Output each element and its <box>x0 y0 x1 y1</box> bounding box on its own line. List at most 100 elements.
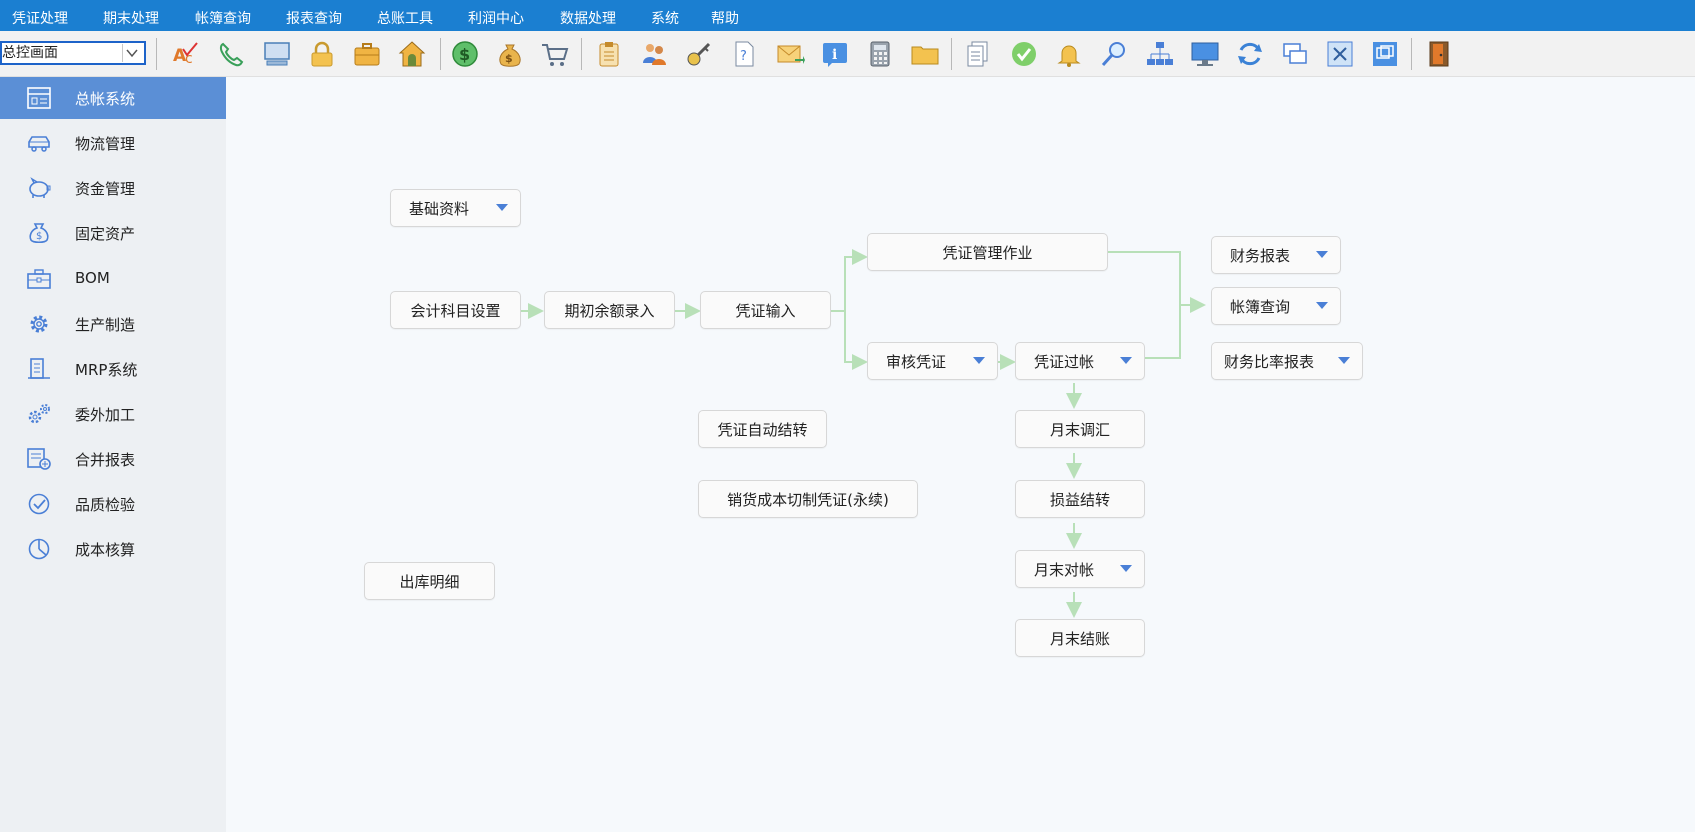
menu-gl-tools[interactable]: 总账工具 <box>377 11 433 27</box>
lock-icon[interactable] <box>307 39 337 69</box>
phone-icon[interactable] <box>216 39 246 69</box>
sidebar-item-outsourcing[interactable]: 委外加工 <box>0 393 226 435</box>
ledger-icon <box>26 86 52 110</box>
sidebar-item-quality[interactable]: 品质检验 <box>0 483 226 525</box>
menu-period-end[interactable]: 期末处理 <box>103 11 159 27</box>
voucher-management-node[interactable]: 凭证管理作业 <box>867 233 1108 271</box>
node-label: 出库明细 <box>399 572 460 591</box>
ledger-query-dropdown[interactable]: 帐簿查询 <box>1211 287 1341 325</box>
users-icon[interactable] <box>639 39 669 69</box>
close-window-icon[interactable] <box>1325 39 1355 69</box>
computer-icon[interactable] <box>262 39 292 69</box>
caret-down-icon <box>1316 302 1328 309</box>
node-label: 财务报表 <box>1230 246 1291 265</box>
caret-down-icon <box>1120 565 1132 572</box>
svg-text:?: ? <box>740 49 747 64</box>
money-bag-icon: $ <box>26 221 52 245</box>
sidebar-item-consolidated-reports[interactable]: 合并报表 <box>0 438 226 480</box>
month-end-reconcile-dropdown[interactable]: 月末对帐 <box>1015 550 1145 588</box>
post-voucher-dropdown[interactable]: 凭证过帐 <box>1015 342 1145 380</box>
refresh-icon[interactable] <box>1235 39 1265 69</box>
menu-data[interactable]: 数据处理 <box>560 11 616 27</box>
svg-text:i: i <box>832 47 837 63</box>
financial-reports-dropdown[interactable]: 财务报表 <box>1211 236 1341 274</box>
sidebar-item-label: 品质检验 <box>75 496 136 514</box>
help-document-icon[interactable]: ? <box>729 39 759 69</box>
sidebar-item-label: 资金管理 <box>75 180 136 198</box>
menu-report-query[interactable]: 报表查询 <box>286 11 342 27</box>
gear-icon <box>26 312 52 336</box>
flow-connectors <box>521 249 1206 618</box>
sidebar-item-label: 委外加工 <box>75 406 136 424</box>
month-end-close-node[interactable]: 月末结账 <box>1015 619 1145 657</box>
node-label: 月末对帐 <box>1034 560 1095 579</box>
sidebar-item-bom[interactable]: BOM <box>0 258 226 300</box>
flowchart-canvas: 基础资料 会计科目设置 期初余额录入 凭证输入 凭证管理作业 审核凭证 凭证过帐… <box>226 77 1695 832</box>
car-icon <box>26 131 52 155</box>
voucher-input-node[interactable]: 凭证输入 <box>700 291 831 329</box>
toolbar-separator <box>156 38 157 70</box>
cost-of-sales-node[interactable]: 销货成本切制凭证(永续) <box>698 480 918 518</box>
toolbox-icon <box>26 267 52 291</box>
auto-transfer-node[interactable]: 凭证自动结转 <box>698 410 827 448</box>
ratio-reports-dropdown[interactable]: 财务比率报表 <box>1211 342 1363 380</box>
pl-transfer-node[interactable]: 损益结转 <box>1015 480 1145 518</box>
opening-balance-node[interactable]: 期初余额录入 <box>544 291 675 329</box>
menu-profit-center[interactable]: 利润中心 <box>468 11 524 27</box>
menu-voucher[interactable]: 凭证处理 <box>12 11 68 27</box>
node-label: 销货成本切制凭证(永续) <box>727 490 889 509</box>
view-select[interactable]: 总控画面 <box>0 41 146 65</box>
node-label: 凭证自动结转 <box>717 420 808 439</box>
caret-down-icon <box>496 204 508 211</box>
sidebar-item-production[interactable]: 生产制造 <box>0 303 226 345</box>
sidebar-item-cost-accounting[interactable]: 成本核算 <box>0 528 226 570</box>
shopping-cart-icon[interactable] <box>540 39 570 69</box>
sidebar-item-label: 固定资产 <box>75 225 136 243</box>
sidebar-item-label: 总帐系统 <box>75 90 136 108</box>
sidebar-item-mrp[interactable]: MRP系统 <box>0 348 226 390</box>
home-icon[interactable] <box>397 39 427 69</box>
check-circle-icon <box>26 492 52 516</box>
caret-down-icon <box>1120 357 1132 364</box>
sidebar-item-general-ledger[interactable]: 总帐系统 <box>0 77 226 119</box>
windows-icon[interactable] <box>1280 39 1310 69</box>
org-chart-icon[interactable] <box>1145 39 1175 69</box>
documents-icon[interactable] <box>963 39 993 69</box>
sidebar-item-fixed-assets[interactable]: $ 固定资产 <box>0 212 226 254</box>
node-label: 财务比率报表 <box>1224 352 1315 371</box>
menu-help[interactable]: 帮助 <box>711 11 739 27</box>
basic-data-dropdown[interactable]: 基础资料 <box>390 189 521 227</box>
calculator-icon[interactable] <box>865 39 895 69</box>
outbound-detail-node[interactable]: 出库明细 <box>364 562 495 600</box>
bell-icon[interactable] <box>1054 39 1084 69</box>
toolbar-separator <box>440 38 441 70</box>
envelope-icon[interactable] <box>775 39 805 69</box>
chevron-down-icon[interactable] <box>122 44 141 62</box>
search-icon[interactable] <box>1099 39 1129 69</box>
audit-voucher-dropdown[interactable]: 审核凭证 <box>867 342 998 380</box>
info-icon[interactable]: i <box>820 39 850 69</box>
account-setup-node[interactable]: 会计科目设置 <box>390 291 521 329</box>
folder-icon[interactable] <box>910 39 940 69</box>
money-bag-icon[interactable]: $ <box>495 39 525 69</box>
menu-system[interactable]: 系统 <box>651 11 679 27</box>
caret-down-icon <box>973 357 985 364</box>
sidebar-item-funds[interactable]: 资金管理 <box>0 167 226 209</box>
sidebar-item-logistics[interactable]: 物流管理 <box>0 122 226 164</box>
month-end-fx-node[interactable]: 月末调汇 <box>1015 410 1145 448</box>
menu-ledger-query[interactable]: 帐簿查询 <box>195 11 251 27</box>
clipboard-icon[interactable] <box>594 39 624 69</box>
key-icon[interactable] <box>684 39 714 69</box>
view-select-value: 总控画面 <box>2 45 58 61</box>
node-label: 审核凭证 <box>886 352 947 371</box>
dollar-coin-icon[interactable]: $ <box>450 39 480 69</box>
menu-bar: 凭证处理 期末处理 帐簿查询 报表查询 总账工具 利润中心 数据处理 系统 帮助 <box>0 0 1695 31</box>
caret-down-icon <box>1316 251 1328 258</box>
exit-door-icon[interactable] <box>1424 39 1454 69</box>
restore-window-icon[interactable] <box>1370 39 1400 69</box>
briefcase-icon[interactable] <box>352 39 382 69</box>
svg-text:$: $ <box>505 52 513 65</box>
monitor-icon[interactable] <box>1190 39 1220 69</box>
check-circle-icon[interactable] <box>1009 39 1039 69</box>
